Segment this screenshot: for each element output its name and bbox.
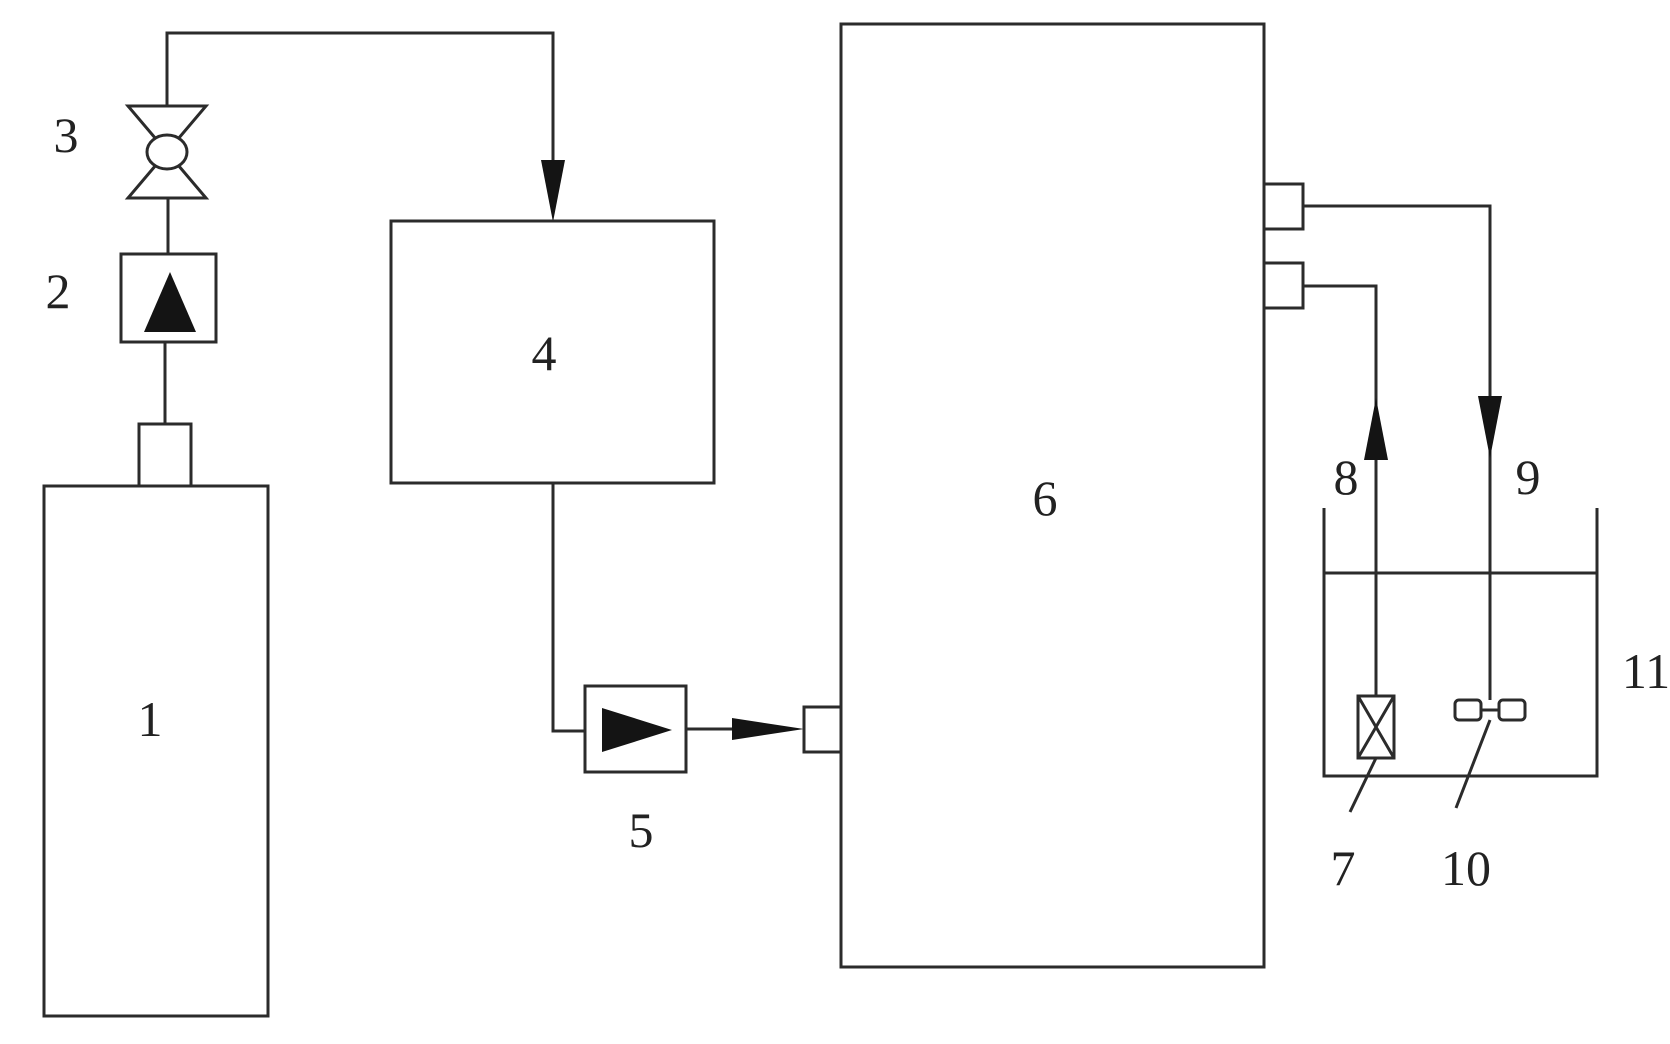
valve-icon bbox=[145, 133, 189, 171]
pump-5 bbox=[583, 684, 688, 774]
label-2: 2 bbox=[46, 263, 71, 319]
arrow-into-box-4 bbox=[541, 160, 565, 222]
label-9: 9 bbox=[1516, 449, 1541, 505]
arrow-into-reactor bbox=[732, 718, 804, 740]
vessel-6 bbox=[839, 22, 1266, 969]
pipe-box-4-to-pump bbox=[551, 483, 585, 733]
filter-cross bbox=[1356, 695, 1396, 759]
cylinder-body bbox=[42, 484, 270, 1018]
label-6: 6 bbox=[1033, 470, 1058, 526]
vessel-outlet-port-lower bbox=[1262, 261, 1305, 310]
vessel-inlet-port bbox=[802, 705, 843, 754]
flowmeter-2 bbox=[119, 252, 218, 344]
diffuser-right-head bbox=[1497, 698, 1527, 722]
label-10: 10 bbox=[1441, 840, 1491, 896]
cylinder-1 bbox=[42, 422, 270, 1018]
leader-10 bbox=[1454, 719, 1492, 809]
line-9 bbox=[1303, 204, 1492, 700]
diffuser-icon bbox=[1453, 698, 1483, 722]
cylinder-cap bbox=[137, 422, 193, 488]
label-11: 11 bbox=[1622, 643, 1670, 699]
label-1: 1 bbox=[138, 691, 163, 747]
vessel-outlet-port-upper bbox=[1262, 182, 1305, 231]
valve-3 bbox=[124, 104, 210, 200]
label-4: 4 bbox=[532, 325, 557, 381]
label-7: 7 bbox=[1331, 840, 1356, 896]
box-4 bbox=[389, 219, 716, 485]
line-8 bbox=[1303, 284, 1378, 696]
diffuser-10 bbox=[1453, 698, 1527, 809]
leader-7 bbox=[1348, 757, 1378, 813]
pipe-valve-to-box-4 bbox=[165, 31, 555, 170]
tank-walls bbox=[1322, 508, 1599, 778]
pump-right-triangle-icon bbox=[602, 708, 672, 752]
filter-7 bbox=[1348, 694, 1396, 813]
arrow-line-9-down bbox=[1478, 396, 1502, 458]
label-8: 8 bbox=[1334, 449, 1359, 505]
flowmeter-up-triangle-icon bbox=[144, 272, 196, 332]
label-5: 5 bbox=[629, 802, 654, 858]
valve-lower-cone bbox=[124, 149, 210, 200]
label-3: 3 bbox=[54, 107, 79, 163]
arrow-line-8-up bbox=[1364, 398, 1388, 460]
tank-11 bbox=[1322, 508, 1599, 778]
